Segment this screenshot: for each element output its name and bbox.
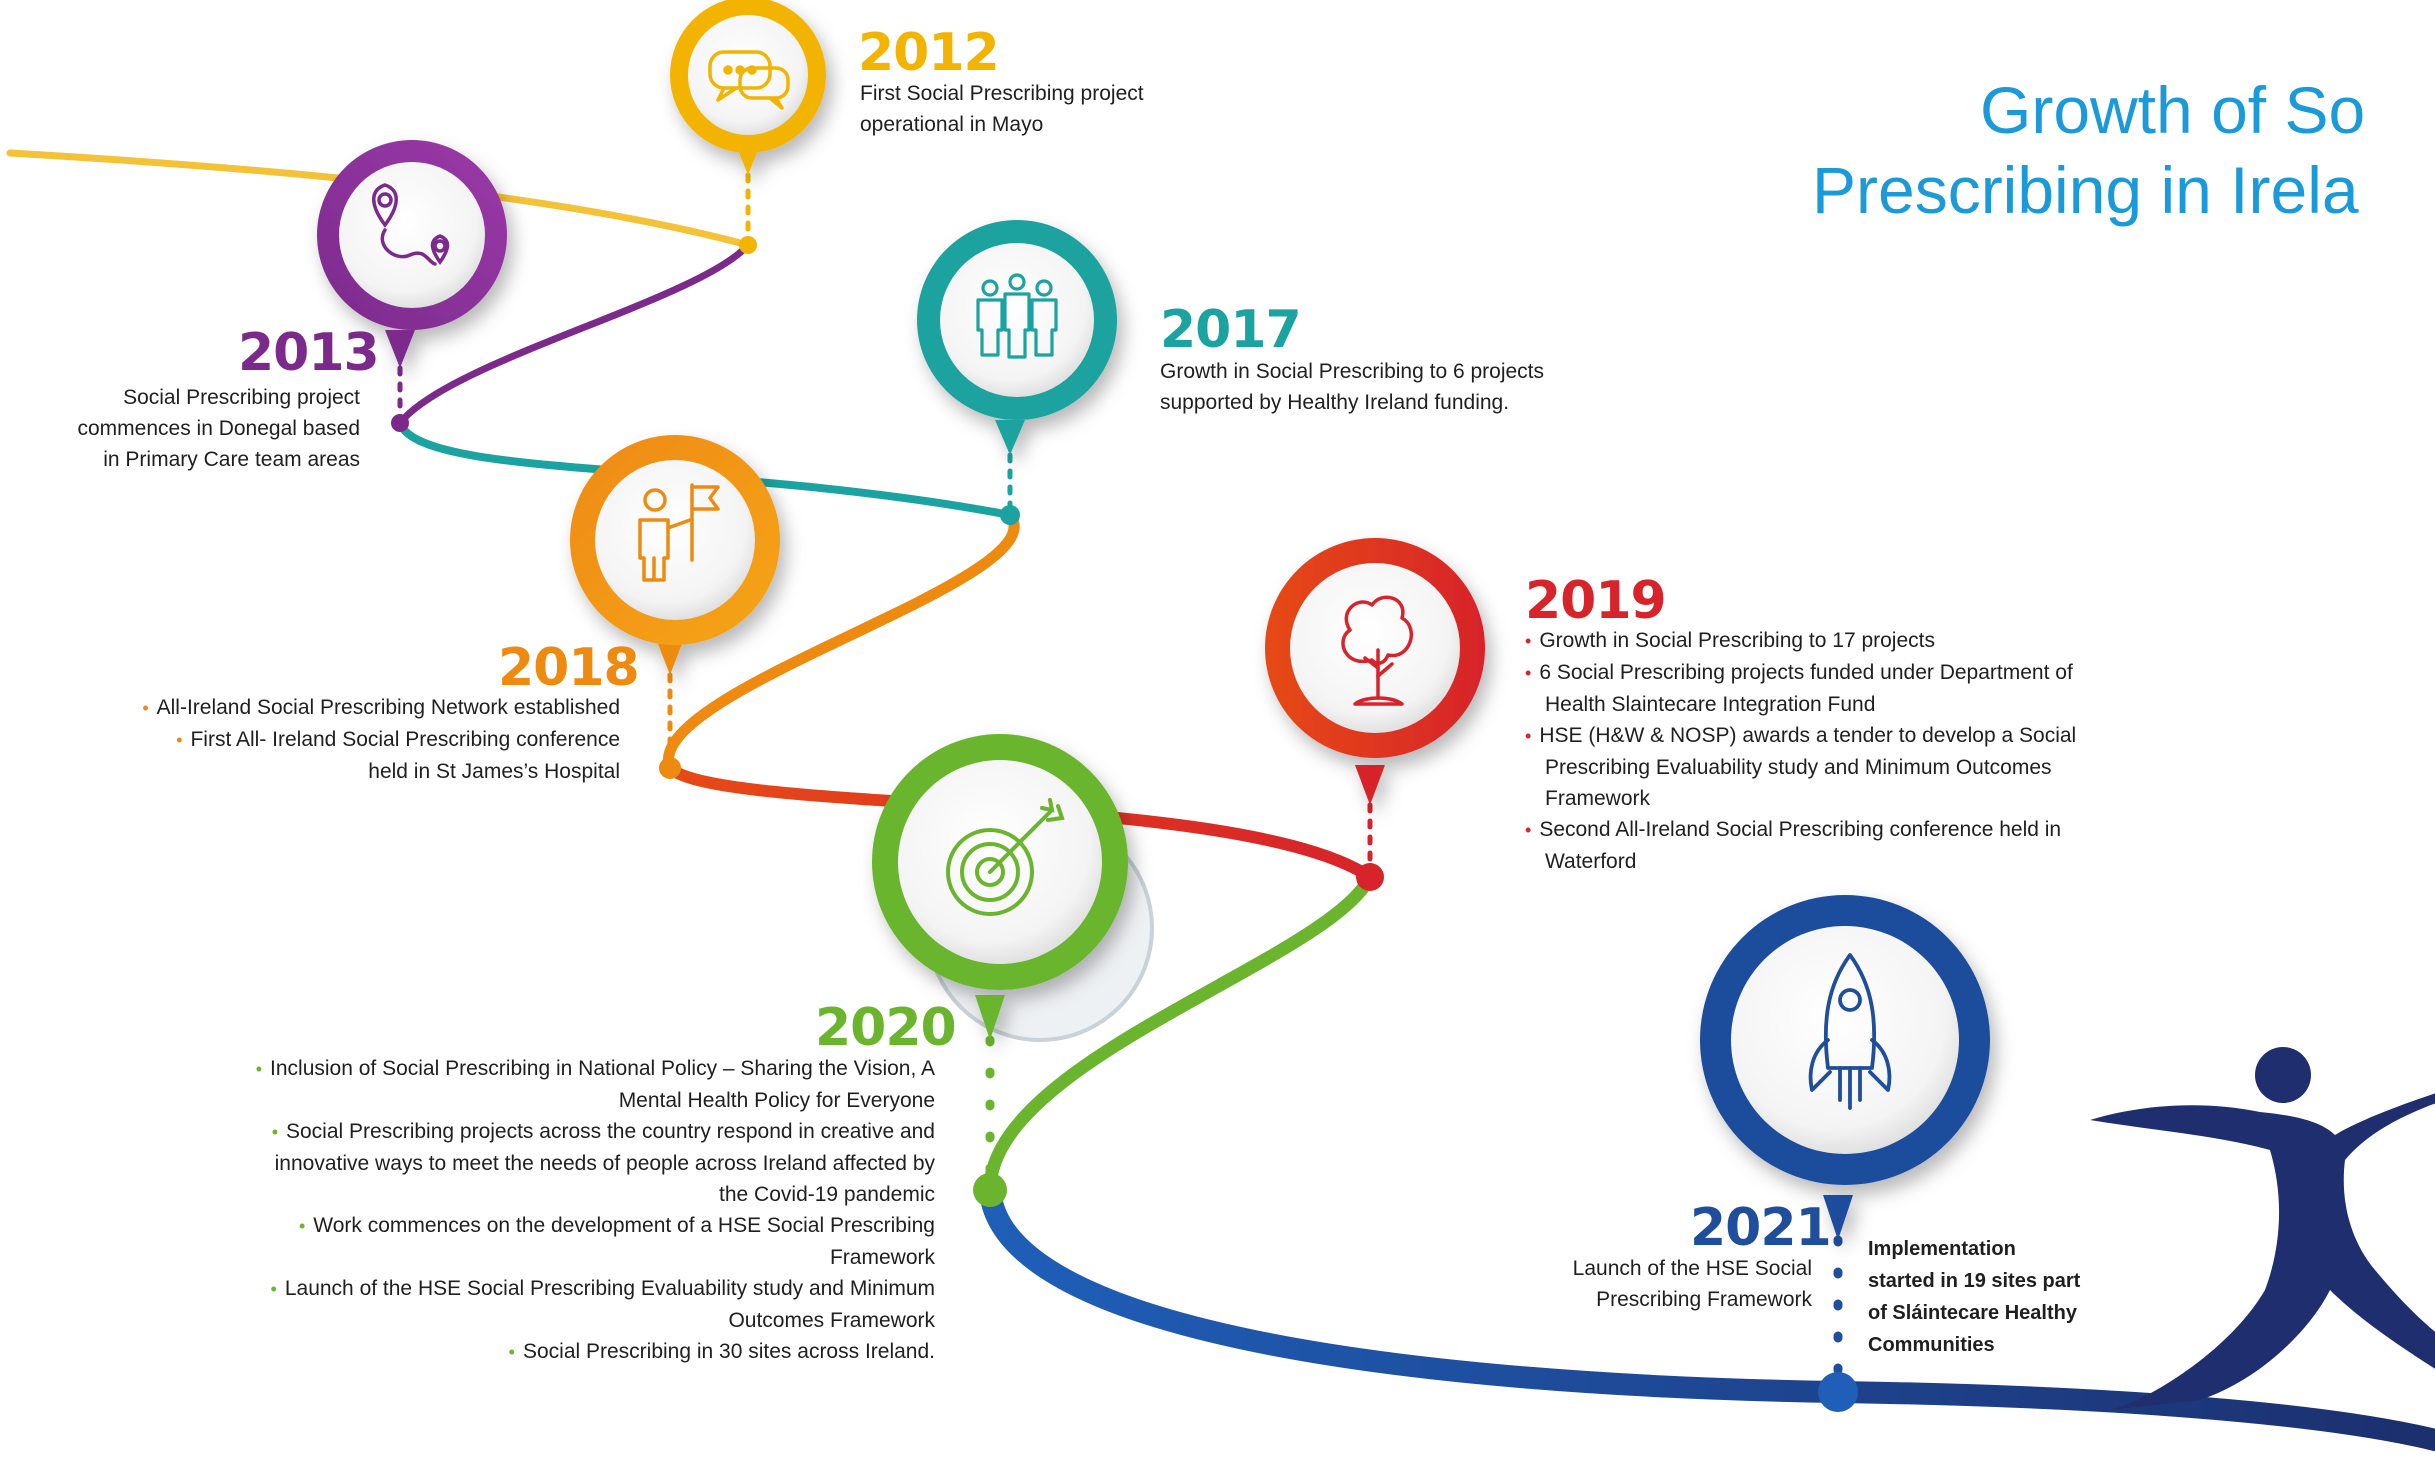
milestone-2021-note-line: started in 19 sites part	[1868, 1270, 2081, 1292]
milestone-2020-bullet: •Social Prescribing in 30 sites across I…	[508, 1340, 935, 1363]
speech-bubbles-icon	[708, 50, 790, 110]
junction-dot-2018	[659, 757, 681, 779]
milestone-2012-line: operational in Mayo	[860, 113, 1044, 136]
milestone-2019-bullet: •Growth in Social Prescribing to 17 proj…	[1525, 629, 1935, 652]
running-person-figure	[2090, 1047, 2435, 1410]
junction-dot-2017	[1000, 505, 1020, 525]
target-icon	[946, 798, 1065, 916]
milestone-2013-line: commences in Donegal based	[77, 417, 361, 440]
path-segment-2013	[396, 241, 752, 427]
milestone-2021-note-line: Communities	[1868, 1334, 1995, 1356]
milestone-2018-bullet: •First All- Ireland Social Prescribing c…	[176, 728, 620, 783]
milestone-2021-line: Launch of the HSE Social	[1572, 1257, 1812, 1280]
milestone-2018-bullet: •All-Ireland Social Prescribing Network …	[142, 696, 620, 719]
junction-dot-2012	[739, 236, 757, 254]
junction-dot-2013	[391, 414, 409, 432]
marker-2017	[917, 220, 1117, 455]
title-line-1: Growth of So	[1980, 73, 2366, 147]
milestone-2021-line: Prescribing Framework	[1596, 1288, 1812, 1311]
milestone-2019-bullet: •6 Social Prescribing projects funded un…	[1525, 661, 2073, 716]
milestone-2017-line: supported by Healthy Ireland funding.	[1160, 391, 1510, 414]
title-line-2: Prescribing in Irela	[1812, 153, 2359, 227]
marker-2018	[570, 435, 780, 675]
year-2018: 2018	[498, 638, 640, 698]
map-route-icon	[372, 183, 450, 266]
milestone-2017-text: Growth in Social Prescribing to 6 projec…	[1160, 356, 1544, 418]
page-title: Growth of So Prescribing in Irela	[1740, 70, 2435, 230]
path-segment-2018	[663, 509, 1020, 774]
year-2021: 2021	[1690, 1198, 1832, 1258]
milestone-2012-text: First Social Prescribing project operati…	[860, 78, 1144, 140]
milestone-2018-text: •All-Ireland Social Prescribing Network …	[30, 692, 620, 787]
milestone-2012-line: First Social Prescribing project	[860, 82, 1144, 105]
rocket-icon	[1808, 953, 1892, 1110]
milestone-2021-note-line: Implementation	[1868, 1238, 2016, 1260]
milestone-2020-bullet: •Work commences on the development of a …	[298, 1214, 935, 1269]
milestone-2021-note-line: of Sláintecare Healthy	[1868, 1302, 2077, 1324]
marker-2021	[1700, 895, 1990, 1240]
milestone-2020-bullet: •Social Prescribing projects across the …	[271, 1120, 935, 1206]
milestone-2013-line: Social Prescribing project	[123, 386, 360, 409]
path-segment-2021	[979, 1179, 2435, 1451]
year-2012: 2012	[858, 23, 1000, 83]
milestone-2019-text: •Growth in Social Prescribing to 17 proj…	[1525, 625, 2125, 877]
milestone-2013-line: in Primary Care team areas	[103, 448, 360, 471]
milestone-2020-text: •Inclusion of Social Prescribing in Nati…	[240, 1053, 935, 1368]
milestone-2013-text: Social Prescribing project commences in …	[20, 382, 361, 475]
milestone-2017-line: Growth in Social Prescribing to 6 projec…	[1160, 360, 1544, 383]
year-2019: 2019	[1525, 571, 1667, 631]
junction-dot-2019	[1356, 863, 1384, 891]
milestone-2019-bullet: •Second All-Ireland Social Prescribing c…	[1525, 818, 2062, 873]
marker-2019	[1265, 538, 1485, 805]
junction-dot-2021	[1818, 1372, 1858, 1412]
milestone-2020-bullet: •Launch of the HSE Social Prescribing Ev…	[270, 1277, 935, 1332]
tree-icon	[1341, 595, 1414, 706]
milestone-2021-note: Implementation started in 19 sites part …	[1868, 1233, 2138, 1361]
year-2013: 2013	[238, 323, 380, 383]
milestone-2021-text: Launch of the HSE Social Prescribing Fra…	[1480, 1253, 1812, 1315]
junction-dot-2020	[973, 1173, 1007, 1207]
milestone-2020-bullet: •Inclusion of Social Prescribing in Nati…	[255, 1057, 935, 1112]
path-segment-2020	[983, 870, 1377, 1197]
year-2020: 2020	[815, 998, 957, 1058]
year-2017: 2017	[1160, 300, 1302, 360]
milestone-2019-bullet: •HSE (H&W & NOSP) awards a tender to dev…	[1525, 724, 2077, 810]
group-of-people-icon	[976, 273, 1058, 359]
person-with-flag-icon	[638, 483, 720, 582]
